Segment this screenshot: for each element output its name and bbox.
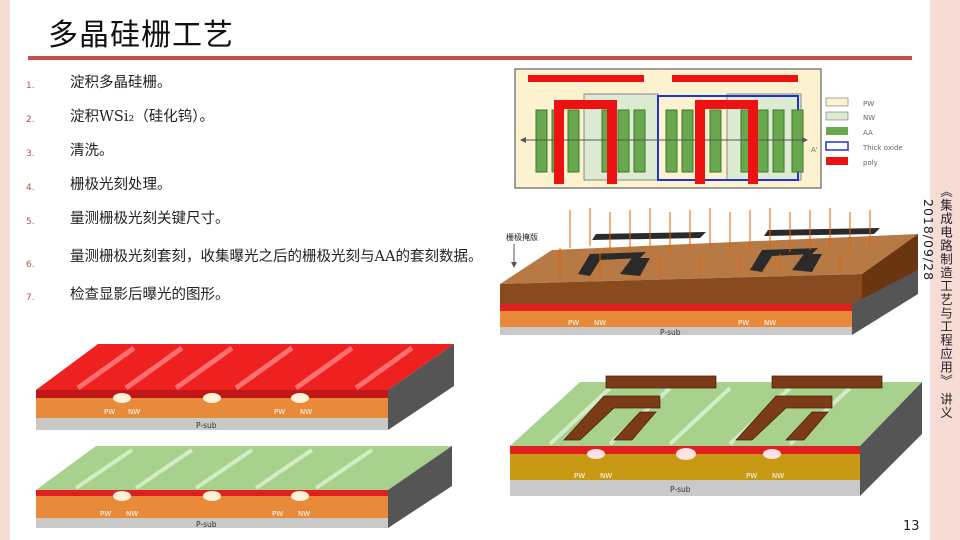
- slide-title: 多晶硅栅工艺: [48, 10, 234, 54]
- step-text: 检查显影后曝光的图形。: [70, 287, 230, 303]
- psub-label: P-sub: [196, 421, 217, 430]
- layout-top-view: A A' PW NW AA Thick oxide poly: [514, 68, 914, 192]
- step-text: 量测栅极光刻套刻，收集曝光之后的栅极光刻与AA的套刻数据。: [70, 249, 482, 265]
- step-number: 3.: [26, 143, 35, 165]
- step-item: 5. 量测栅极光刻关键尺寸。: [26, 208, 496, 230]
- pw-label: PW: [568, 319, 579, 327]
- legend-thick-oxide: Thick oxide: [862, 144, 903, 152]
- nw-label: NW: [298, 510, 310, 518]
- process-steps: 1. 淀积多晶硅栅。 2. 淀积WSi₂（硅化钨）。 3. 清洗。 4. 栅极光刻处理。…: [26, 72, 496, 306]
- nw-label: NW: [594, 319, 606, 327]
- step-item: 2. 淀积WSi₂（硅化钨）。: [26, 106, 496, 128]
- nw-label: NW: [300, 408, 312, 416]
- pw-label: PW: [274, 408, 285, 416]
- step-number: 5.: [26, 211, 35, 233]
- mask-label: 栅极掩版: [506, 232, 538, 242]
- step-number: 2.: [26, 109, 35, 131]
- label-a-prime: A': [811, 146, 818, 154]
- step-number: 7.: [26, 287, 35, 309]
- legend-poly: poly: [863, 159, 878, 167]
- step-item: 3. 清洗。: [26, 140, 496, 162]
- pw-label: PW: [746, 472, 757, 480]
- psub-label: P-sub: [196, 520, 217, 529]
- psub-label: P-sub: [660, 328, 681, 337]
- pw-label: PW: [272, 510, 283, 518]
- step-number: 6.: [26, 250, 35, 280]
- step-text: 量测栅极光刻关键尺寸。: [70, 211, 230, 227]
- nw-label: NW: [600, 472, 612, 480]
- nw-label: NW: [772, 472, 784, 480]
- legend-aa: AA: [863, 129, 873, 137]
- title-rule: [28, 56, 912, 60]
- left-decor-rail: [0, 0, 10, 540]
- exposure-cross-section: 栅极掩版: [500, 208, 920, 340]
- pw-label: PW: [104, 408, 115, 416]
- developed-gate-cross-section: PW NW PW NW P-sub: [510, 374, 924, 500]
- psub-label: P-sub: [670, 485, 691, 494]
- pw-label: PW: [574, 472, 585, 480]
- pw-label: PW: [738, 319, 749, 327]
- step-text: 栅极光刻处理。: [70, 177, 172, 193]
- legend: PW NW AA Thick oxide poly: [826, 98, 903, 167]
- page-number: 13: [903, 519, 920, 534]
- pw-label: PW: [100, 510, 111, 518]
- legend-nw: NW: [863, 114, 875, 122]
- step-number: 4.: [26, 177, 35, 199]
- step-text: 淀积多晶硅栅。: [70, 75, 172, 91]
- aa-stripes: [536, 110, 803, 172]
- pre-poly-cross-section: PW NW PW NW P-sub: [36, 442, 456, 532]
- step-number: 1.: [26, 75, 35, 97]
- side-caption: 《集成电路制造工艺与工程应用》 讲义 2018/09/28: [921, 185, 955, 419]
- step-item: 7. 检查显影后曝光的图形。: [26, 284, 496, 306]
- step-text: 清洗。: [70, 143, 114, 159]
- step-item: 6.量测栅极光刻套刻，收集曝光之后的栅极光刻与AA的套刻数据。: [26, 242, 496, 272]
- nw-label: NW: [764, 319, 776, 327]
- poly-deposited-cross-section: PW NW PW NW P-sub: [36, 342, 456, 434]
- side-title: 《集成电路制造工艺与工程应用》 讲义: [936, 185, 955, 419]
- legend-pw: PW: [863, 100, 874, 108]
- step-item: 1. 淀积多晶硅栅。: [26, 72, 496, 94]
- nw-label: NW: [126, 510, 138, 518]
- step-item: 4. 栅极光刻处理。: [26, 174, 496, 196]
- nw-label: NW: [128, 408, 140, 416]
- step-text: 淀积WSi₂（硅化钨）。: [70, 109, 214, 125]
